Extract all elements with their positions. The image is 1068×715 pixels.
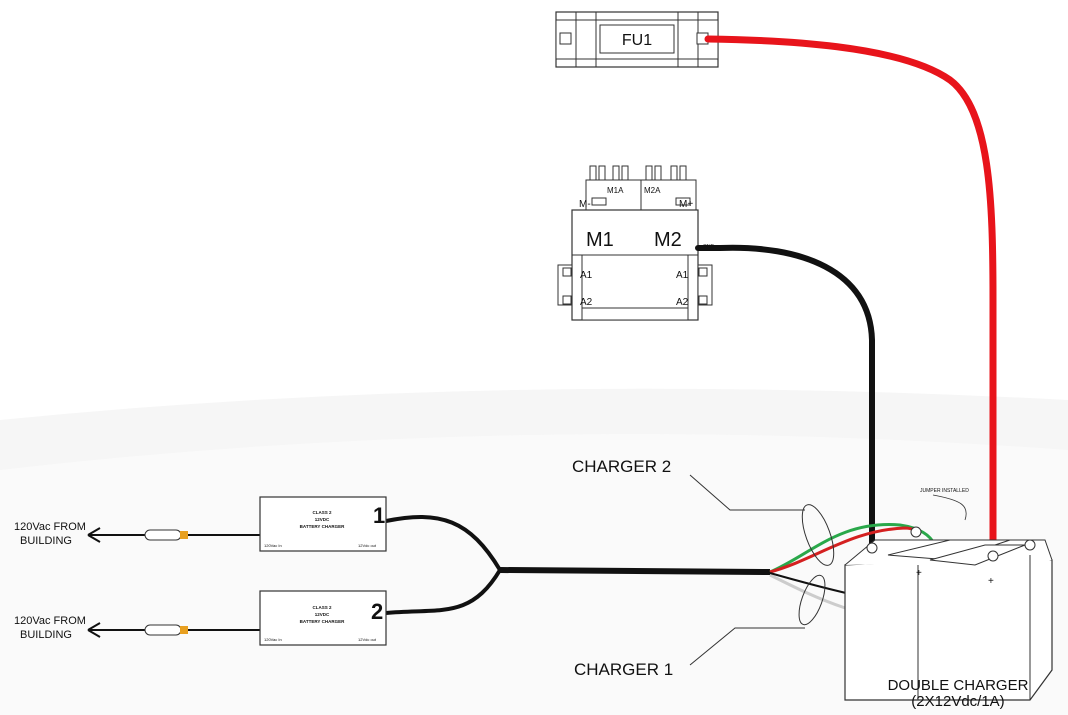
fuse-label: FU1 [622,32,652,49]
charger1-source-line1: 120Vac FROM [14,521,86,533]
charger2-line3: BATTERY CHARGER [300,619,345,624]
battery-title: DOUBLE CHARGER [888,677,1029,694]
charger1-number: 1 [373,503,385,528]
charger-2: 2 CLASS 2 12VDC BATTERY CHARGER 120Vac I… [14,590,387,646]
a2-right-label: A2 [676,297,689,308]
charger2-source-line2: BUILDING [20,629,72,641]
charger2-out-label: 12Vdc out [358,637,377,642]
charger2-number: 2 [371,599,383,624]
a2-left-label: A2 [580,297,593,308]
battery-plus-left: + [916,568,922,579]
battery-plus-right: + [988,576,994,587]
jumper-note: JUMPER INSTALLED [920,488,969,494]
charger2-source-line1: 120Vac FROM [14,615,86,627]
m-plus-label: M+ [679,199,693,210]
m2-label: M2 [654,229,682,251]
m1a-label: M1A [607,186,624,195]
charger1-line2: 12VDC [315,517,330,522]
charger1-out-label: 12Vdc out [358,543,377,548]
charger1-in-label: 120Vac In [264,543,282,548]
green-wire [769,523,937,574]
a1-left-label: A1 [580,270,593,281]
charger1-source-line2: BUILDING [20,535,72,547]
black-gnd-wire [695,244,875,551]
m-minus-label: M- [579,199,591,210]
charger2-callout: CHARGER 2 [572,457,671,476]
battery-subtitle: (2X12Vdc/1A) [911,693,1004,710]
charger-1: 1 CLASS 2 12VDC BATTERY CHARGER 120Vac I… [14,496,387,552]
charger2-line1: CLASS 2 [312,605,332,610]
charger-harness [499,567,771,575]
a1-right-label: A1 [676,270,689,281]
red-wire [704,35,997,552]
m2a-label: M2A [644,186,661,195]
charger1-line3: BATTERY CHARGER [300,524,345,529]
fuse-holder: FU1 [555,11,719,68]
charger1-line1: CLASS 2 [312,510,332,515]
charger2-line2: 12VDC [315,612,330,617]
charger2-in-label: 120Vac In [264,637,282,642]
battery: + + JUMPER INSTALLED DOUBLE CHARGER (2X1… [844,488,1053,710]
charger1-callout: CHARGER 1 [574,660,673,679]
m1-label: M1 [586,229,614,251]
motor-controller: M1A M2A M- M+ M1 M2 GND A1 A2 A1 A2 [557,165,715,321]
